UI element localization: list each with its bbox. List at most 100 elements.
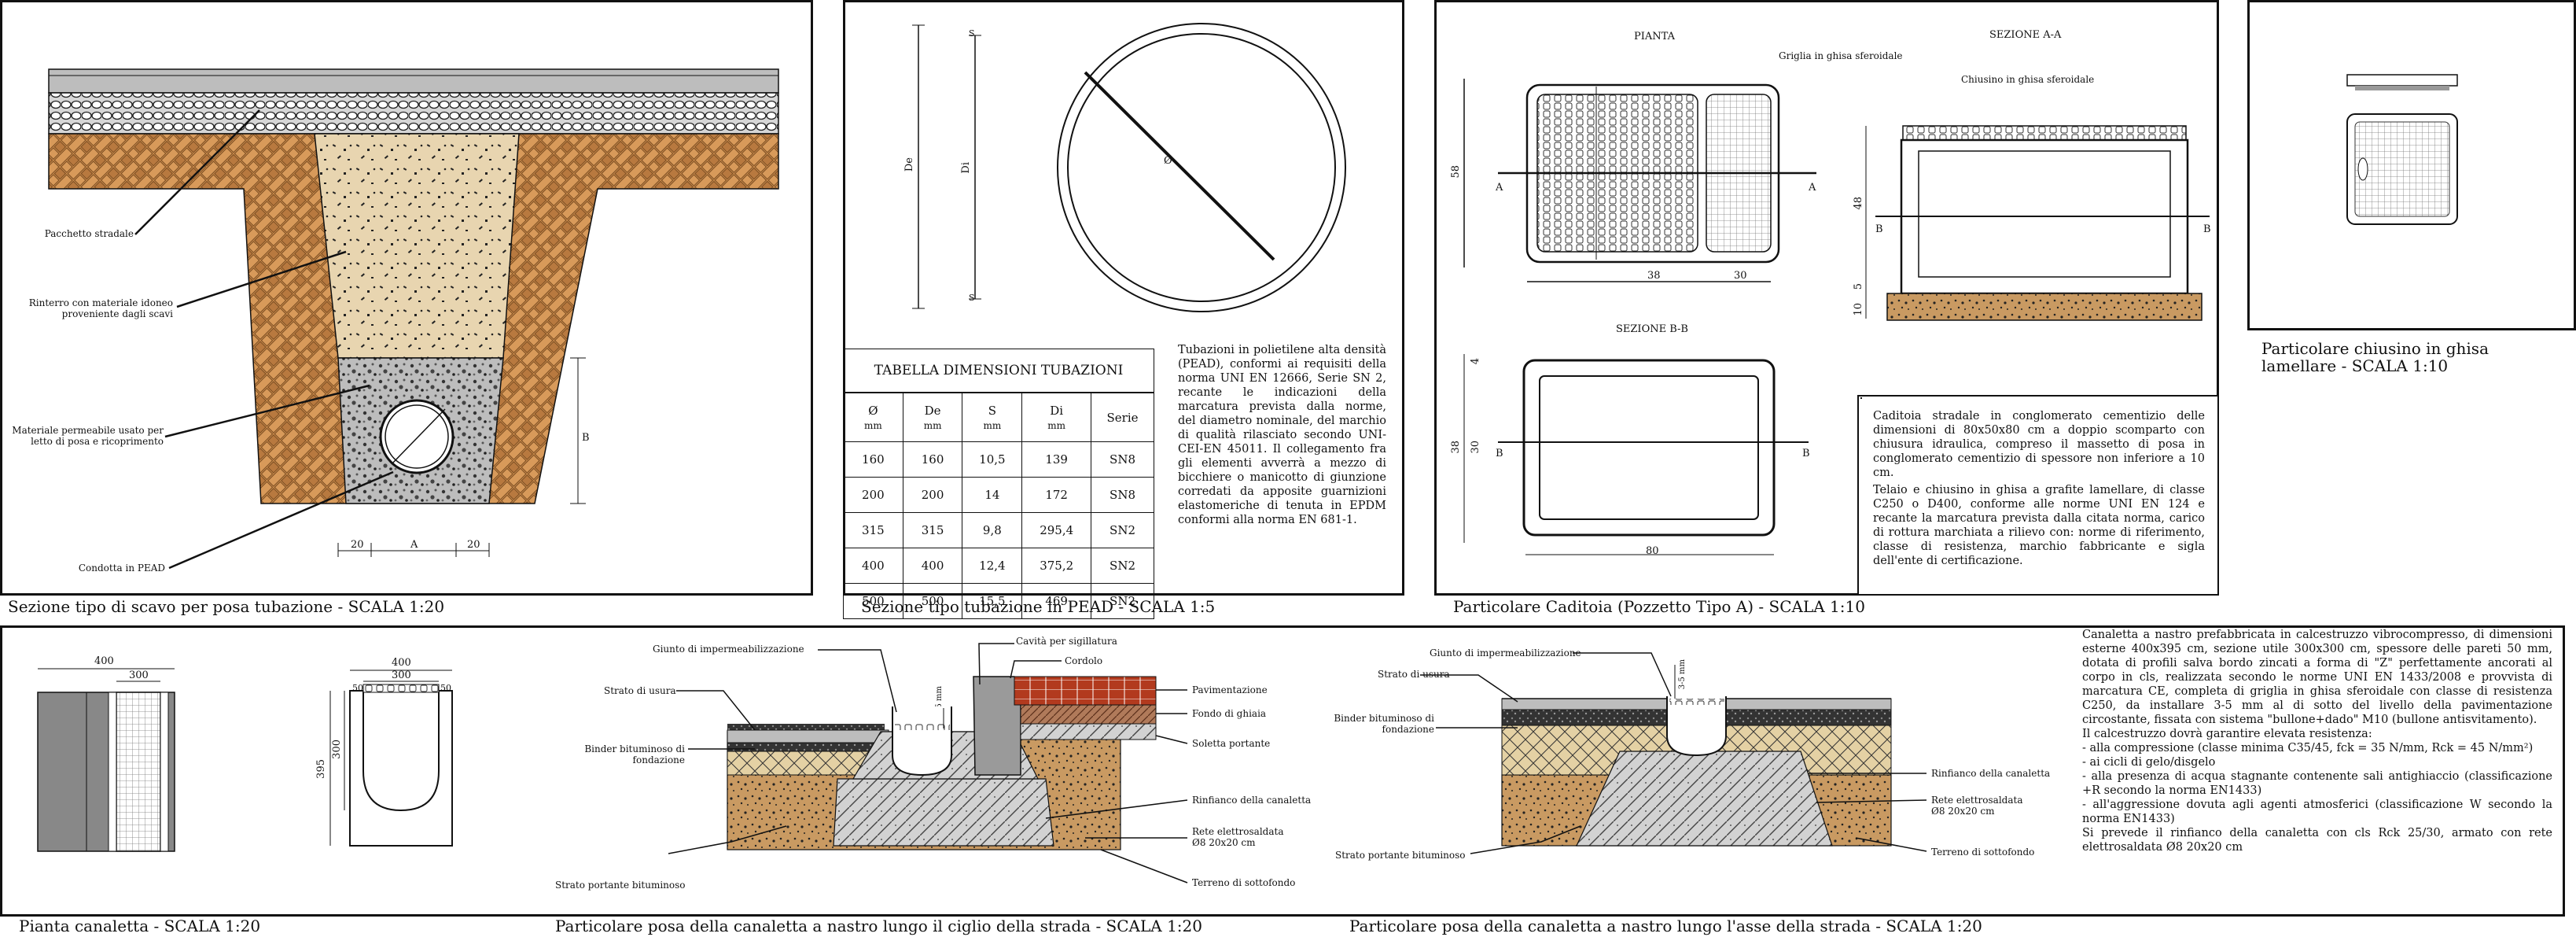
dim-b-4: 4 xyxy=(1470,358,1481,365)
asse-label-binder: Binder bituminoso di fondazione xyxy=(1334,713,1434,735)
canaletta-note: Canaletta a nastro prefabbricata in calc… xyxy=(2082,628,2552,854)
panel-chiusino xyxy=(2247,0,2576,330)
pipe-note: Tubazioni in polietilene alta densità (P… xyxy=(1178,344,1386,526)
title-sezione-bb: SEZIONE B-B xyxy=(1616,323,1688,335)
caditoia-note-box xyxy=(1857,395,2219,596)
marker-B-right-2: B xyxy=(1802,448,1810,459)
table-cell: 160 xyxy=(902,441,963,478)
dim-sez-5: 5 xyxy=(1853,283,1864,290)
dim-sez-10: 10 xyxy=(1853,303,1864,316)
canaletta-note-b1: - alla compressione (classe minima C35/4… xyxy=(2082,742,2534,754)
canaletta-note-main: Canaletta a nastro prefabbricata in calc… xyxy=(2082,629,2552,726)
dim-B: B xyxy=(582,432,590,444)
title-sezione-aa: SEZIONE A-A xyxy=(1989,29,2062,41)
dim-section-300-h: 300 xyxy=(331,740,343,759)
canaletta-note-b3: - alla presenza di acqua stagnante conte… xyxy=(2082,770,2552,797)
dim-A: A xyxy=(410,539,418,551)
dim-b-80: 80 xyxy=(1646,545,1659,557)
dim-section-50-right: 50 xyxy=(440,683,451,693)
table-row: 200 200 14 172 SN8 xyxy=(843,477,1154,513)
table-cell: 10,5 xyxy=(962,441,1023,478)
table-cell: 315 xyxy=(843,512,903,548)
dim-sez-48: 48 xyxy=(1853,197,1864,210)
dim-pianta-30: 30 xyxy=(1734,270,1747,282)
dim-Di: Di xyxy=(960,162,972,174)
dim-section-395: 395 xyxy=(315,759,327,779)
dim-plan-1000: 1000 xyxy=(72,759,83,786)
label-materiale: Materiale permeabile usato per letto di … xyxy=(12,425,164,447)
ciglio-label-giunto: Giunto di impermeabilizzazione xyxy=(653,644,804,655)
table-cell: 400 xyxy=(902,548,963,584)
asse-label-rete: Rete elettrosaldata Ø8 20x20 cm xyxy=(1931,795,2023,817)
ciglio-label-cavita: Cavità per sigillatura xyxy=(1016,636,1117,647)
table-cell: 500 xyxy=(843,583,903,619)
table-cell: 9,8 xyxy=(962,512,1023,548)
table-cell: SN8 xyxy=(1091,477,1154,513)
dim-pianta-38: 38 xyxy=(1647,270,1661,282)
label-rinterro: Rinterro con materiale idoneo provenient… xyxy=(28,297,173,319)
marker-B-left: B xyxy=(1875,223,1883,235)
table-row: 315 315 9,8 295,4 SN2 xyxy=(843,512,1154,548)
ciglio-label-usura: Strato di usura xyxy=(604,685,676,696)
caditoia-note-2: Telaio e chiusino in ghisa a grafite lam… xyxy=(1873,484,2205,567)
canaletta-note-intro: Il calcestruzzo dovrà garantire elevata … xyxy=(2082,728,2372,740)
table-cell: 160 xyxy=(843,441,903,478)
dim-asse-3-5mm: 3-5 mm xyxy=(1678,659,1687,690)
ciglio-label-portante: Strato portante bituminoso xyxy=(555,880,686,891)
title-pianta: PIANTA xyxy=(1634,31,1675,42)
table-row: 500 500 15,5 469 SN2 xyxy=(843,583,1154,619)
marker-A-right: A xyxy=(1809,182,1816,194)
dim-section-300: 300 xyxy=(392,670,411,681)
canaletta-plan-caption: Pianta canaletta - SCALA 1:20 xyxy=(19,917,261,935)
table-cell: 400 xyxy=(843,548,903,584)
table-cell: 315 xyxy=(902,512,963,548)
ciglio-label-pavimentazione: Pavimentazione xyxy=(1192,684,1268,695)
canaletta-note-end: Si prevede il rinfianco della canaletta … xyxy=(2082,827,2552,854)
table-row: 400 400 12,4 375,2 SN2 xyxy=(843,548,1154,584)
caditoia-note-1: Caditoia stradale in conglomerato cement… xyxy=(1873,410,2205,479)
dim-section-400: 400 xyxy=(392,657,411,669)
dim-S-bottom: S xyxy=(969,293,975,303)
dim-De: De xyxy=(903,157,915,172)
table-header-cell: Serie xyxy=(1091,393,1154,442)
ciglio-label-binder: Binder bituminoso di fondazione xyxy=(584,743,685,765)
dim-section-50-left: 50 xyxy=(352,683,363,693)
table-cell: SN2 xyxy=(1091,583,1154,619)
dim-b-30: 30 xyxy=(1470,441,1481,454)
ciglio-label-cordolo: Cordolo xyxy=(1065,655,1103,666)
trench-section-caption: Sezione tipo di scavo per posa tubazione… xyxy=(8,597,445,616)
label-condotta: Condotta in PEAD xyxy=(78,563,165,574)
ciglio-detail-caption: Particolare posa della canaletta a nastr… xyxy=(555,917,1202,935)
dim-ciglio-3-5mm: 3-5 mm xyxy=(935,686,944,717)
dim-20-left: 20 xyxy=(351,539,364,551)
ciglio-label-soletta: Soletta portante xyxy=(1192,738,1271,749)
asse-label-portante: Strato portante bituminoso xyxy=(1335,850,1466,861)
ciglio-label-terreno: Terreno di sottofondo xyxy=(1192,877,1296,888)
table-cell: 469 xyxy=(1021,583,1092,619)
table-cell: 200 xyxy=(843,477,903,513)
table-cell: 15,5 xyxy=(962,583,1023,619)
asse-label-terreno: Terreno di sottofondo xyxy=(1931,847,2035,858)
asse-label-rinfianco: Rinfianco della canaletta xyxy=(1931,768,2051,779)
asse-detail-caption: Particolare posa della canaletta a nastr… xyxy=(1349,917,1982,935)
label-chiusino: Chiusino in ghisa sferoidale xyxy=(1961,74,2095,85)
dim-phi-pipe: Ø xyxy=(1164,155,1172,167)
dim-plan-400: 400 xyxy=(94,655,114,667)
label-griglia: Griglia in ghisa sferoidale xyxy=(1779,50,1903,61)
dim-20-right: 20 xyxy=(467,539,480,551)
dim-plan-300: 300 xyxy=(129,670,149,681)
dim-pianta-58: 58 xyxy=(1450,165,1462,179)
dim-phi-trench: Ø xyxy=(415,424,424,436)
table-cell: 375,2 xyxy=(1021,548,1092,584)
dim-b-38: 38 xyxy=(1450,441,1462,454)
table-cell: 200 xyxy=(902,477,963,513)
asse-label-giunto: Giunto di impermeabilizzazione xyxy=(1430,647,1581,658)
marker-B-right: B xyxy=(2203,223,2211,235)
table-cell: 139 xyxy=(1021,441,1092,478)
table-cell: 12,4 xyxy=(962,548,1023,584)
marker-A-left: A xyxy=(1496,182,1503,194)
